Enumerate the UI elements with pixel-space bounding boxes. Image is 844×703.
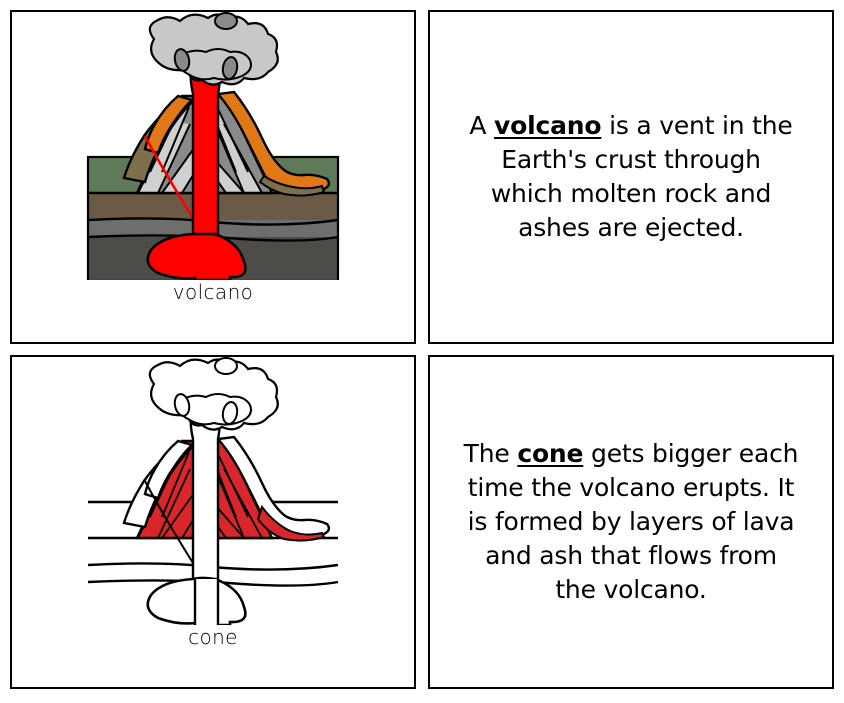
sentence-prefix: The	[463, 439, 518, 468]
pointer-line	[143, 135, 200, 227]
volcano-illustration	[12, 12, 414, 280]
lava-flow-outline	[143, 435, 331, 542]
volcano-picture-card[interactable]: volcano	[10, 10, 416, 344]
sentence-suffix: is a vent in the Earth's crust through w…	[490, 111, 793, 242]
pointer-line	[144, 480, 199, 572]
lava-conduit	[189, 62, 221, 236]
smoke-plume-outline	[148, 357, 279, 431]
keyword-volcano: volcano	[494, 111, 602, 140]
volcano-text-card[interactable]: A volcano is a vent in the Earth's crust…	[428, 10, 834, 344]
conduit-outline	[189, 407, 221, 581]
lava-flow	[143, 90, 331, 197]
magma-chamber	[146, 231, 247, 280]
keyword-cone: cone	[517, 439, 584, 468]
volcano-definition: A volcano is a vent in the Earth's crust…	[463, 109, 799, 245]
sentence-suffix: gets bigger each time the volcano erupts…	[467, 439, 799, 604]
cone-text-card[interactable]: The cone gets bigger each time the volca…	[428, 355, 834, 689]
volcano-picture-label: volcano	[172, 280, 254, 304]
sentence-prefix: A	[469, 111, 495, 140]
cone-picture-card[interactable]: cone	[10, 355, 416, 689]
cone-definition: The cone gets bigger each time the volca…	[463, 437, 799, 607]
cone-picture-label: cone	[188, 625, 238, 649]
smoke-plume	[148, 12, 279, 86]
cone-illustration	[12, 357, 414, 625]
